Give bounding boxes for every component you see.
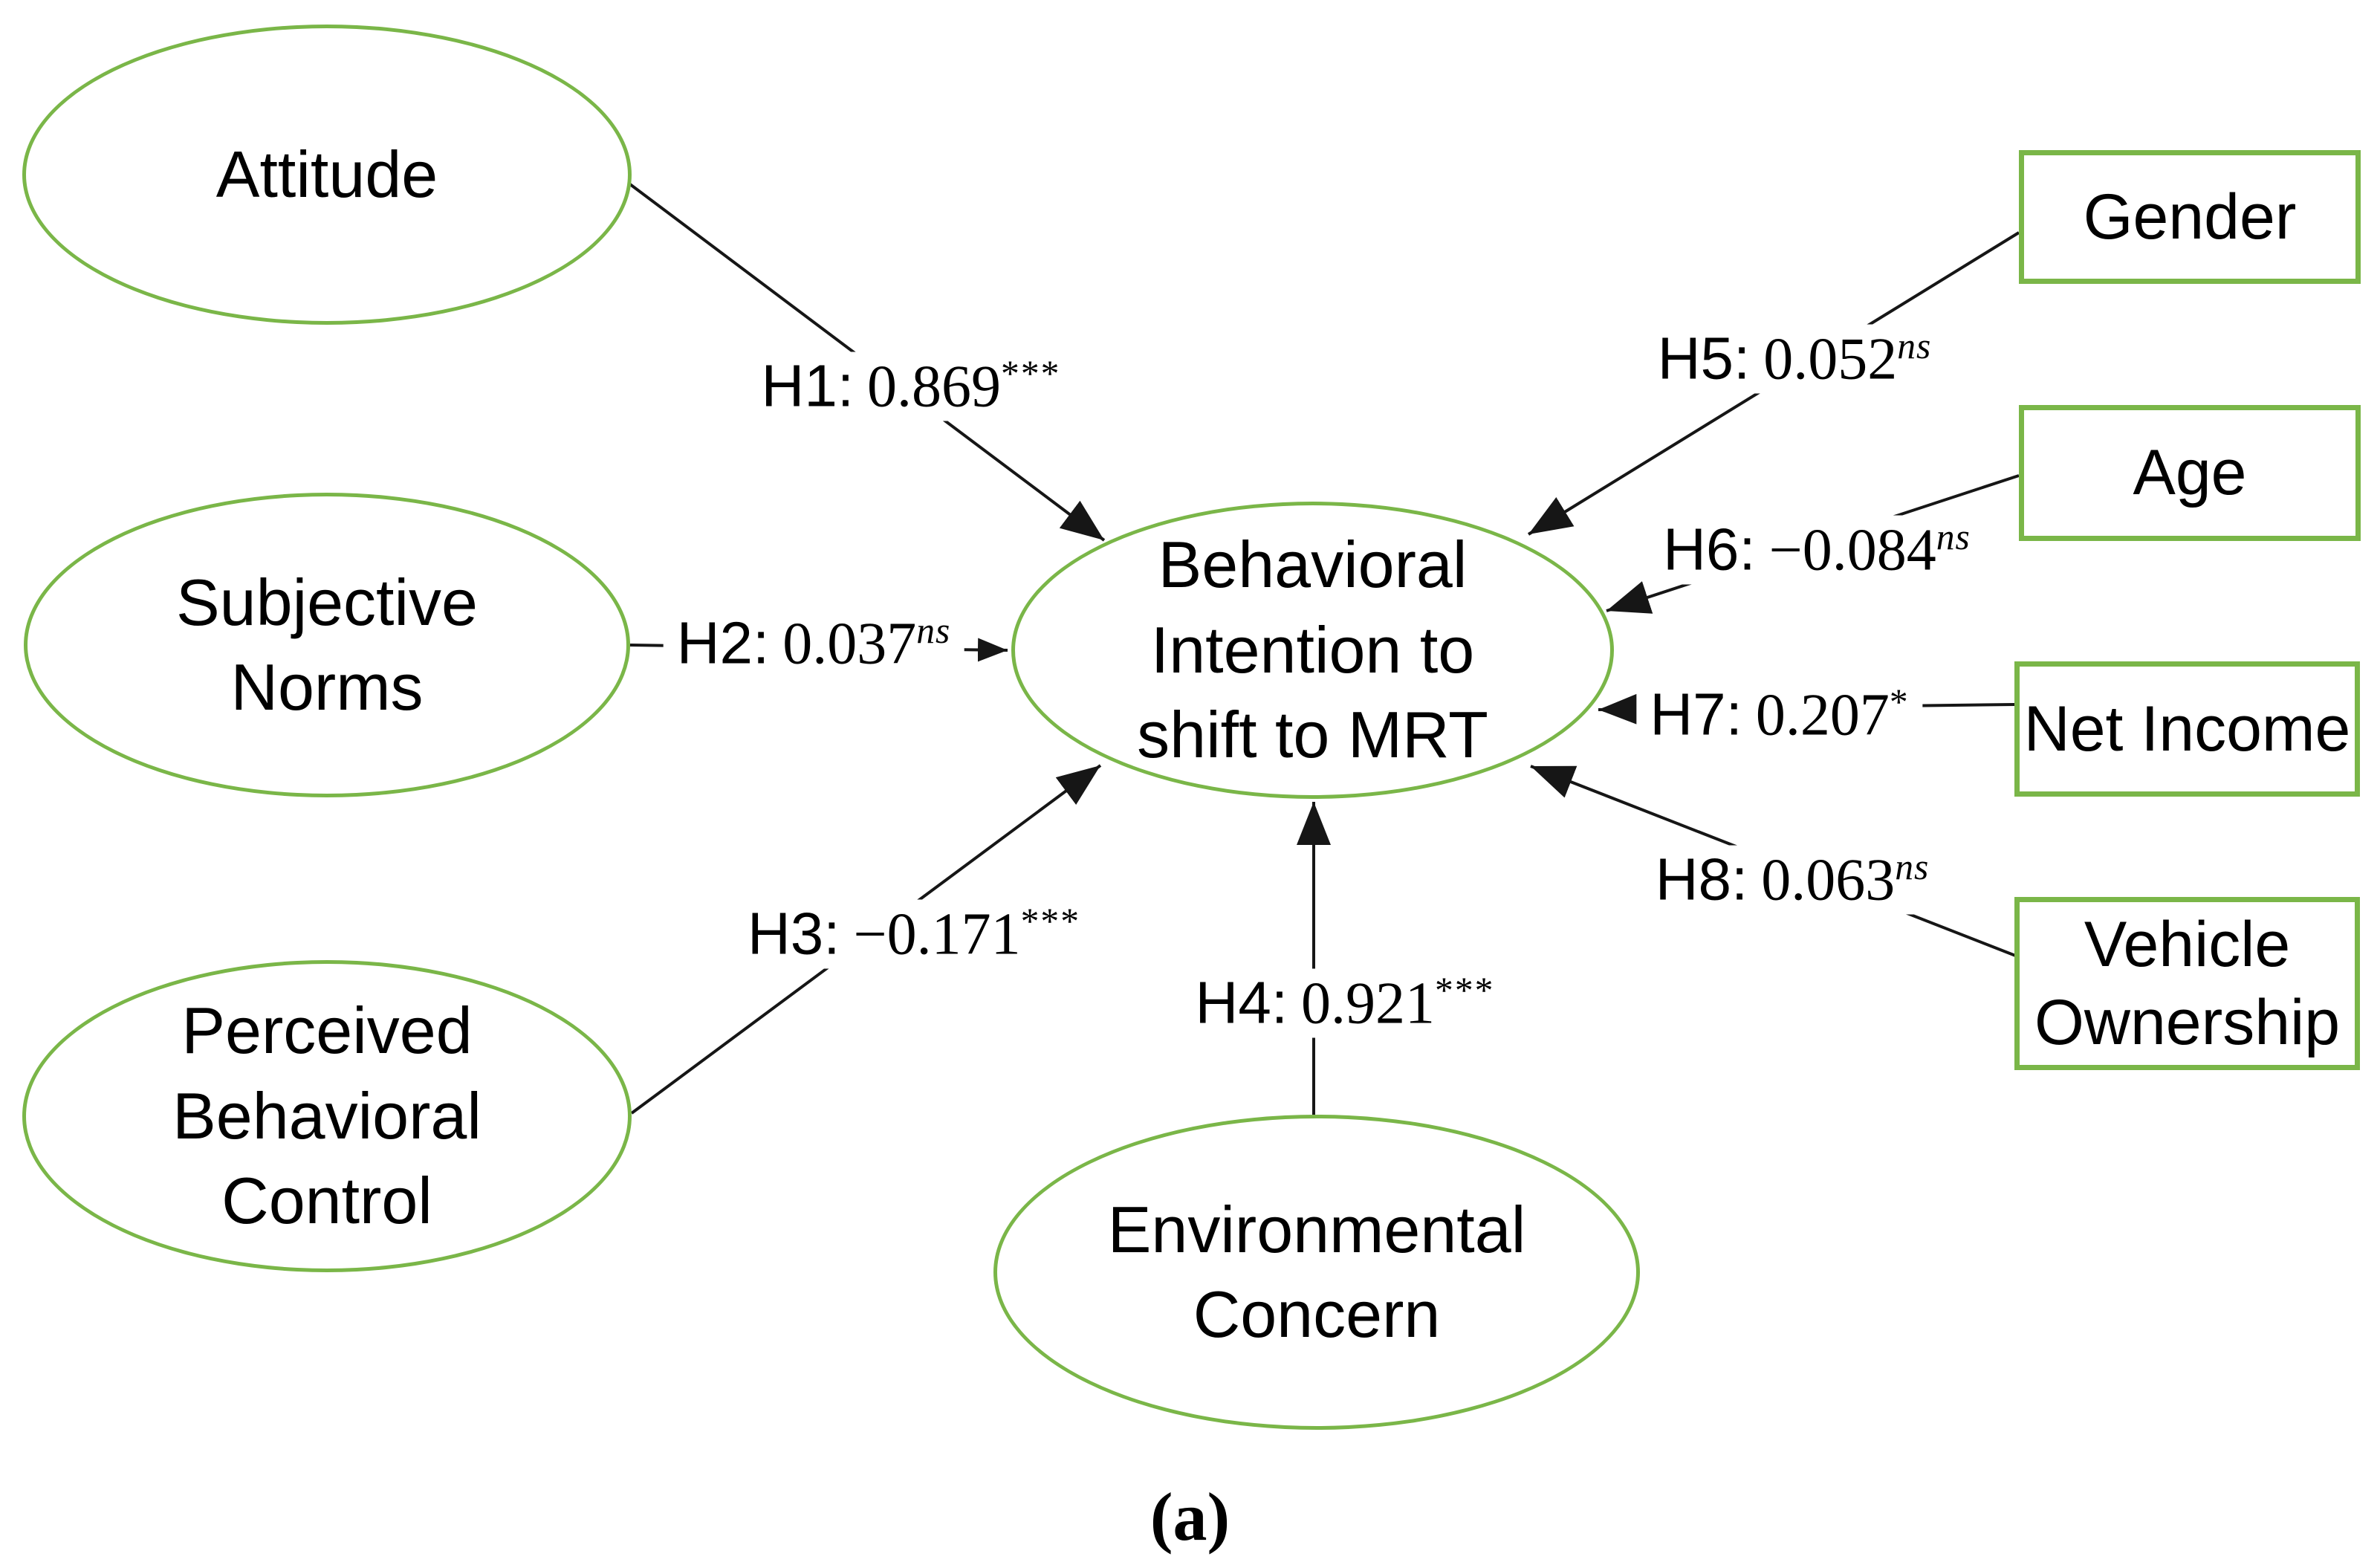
path-label-h1: H1:0.869*** — [748, 351, 1074, 421]
node-age: Age — [2019, 405, 2361, 541]
node-perceived-behavioral-control: Perceived Behavioral Control — [22, 960, 632, 1272]
significance-marker: *** — [1435, 969, 1495, 1011]
hypothesis-id: H3: — [747, 900, 840, 967]
path-label-h7: H7:0.207* — [1636, 680, 1923, 750]
significance-marker: *** — [1020, 900, 1081, 942]
significance-marker: ns — [916, 609, 951, 651]
path-coefficient: −0.171 — [853, 901, 1021, 968]
path-label-h3: H3:−0.171*** — [733, 899, 1095, 969]
node-label: Gender — [2083, 181, 2297, 253]
path-coefficient: 0.921 — [1301, 971, 1436, 1037]
path-label-h6: H6:−0.084ns — [1650, 515, 1984, 585]
path-coefficient: 0.869 — [867, 354, 1002, 420]
figure-caption: (a) — [1150, 1479, 1230, 1555]
significance-marker: ns — [1895, 846, 1930, 887]
node-label: Behavioral Intention to shift to MRT — [1137, 528, 1488, 772]
significance-marker: *** — [1001, 352, 1061, 394]
path-coefficient: 0.037 — [782, 611, 917, 677]
hypothesis-id: H8: — [1655, 846, 1748, 913]
node-subjective-norms: Subjective Norms — [24, 493, 630, 797]
hypothesis-id: H7: — [1650, 681, 1742, 748]
path-label-h8: H8:0.063ns — [1641, 845, 1943, 915]
path-label-h2: H2:0.037ns — [663, 609, 964, 678]
node-label: Attitude — [215, 137, 438, 211]
path-coefficient: 0.207 — [1755, 682, 1890, 748]
node-label: Environmental Concern — [1107, 1192, 1526, 1351]
node-vehicle-ownership: Vehicle Ownership — [2014, 897, 2360, 1070]
path-label-h5: H5:0.052ns — [1644, 324, 1945, 394]
significance-marker: ns — [1936, 516, 1971, 557]
hypothesis-id: H5: — [1657, 325, 1751, 392]
node-label: Age — [2133, 437, 2247, 509]
node-label: Net Income — [2023, 693, 2351, 765]
path-coefficient: 0.063 — [1761, 847, 1896, 913]
node-label: Vehicle Ownership — [2034, 908, 2341, 1058]
node-gender: Gender — [2019, 150, 2361, 284]
node-net-income: Net Income — [2014, 661, 2360, 797]
node-label: Subjective Norms — [175, 565, 478, 724]
node-label: Perceived Behavioral Control — [172, 994, 481, 1238]
node-environmental-concern: Environmental Concern — [993, 1115, 1640, 1430]
path-label-h4: H4:0.921*** — [1181, 968, 1508, 1038]
significance-marker: * — [1889, 681, 1910, 722]
path-coefficient: 0.052 — [1763, 326, 1898, 392]
hypothesis-id: H4: — [1195, 969, 1288, 1036]
significance-marker: ns — [1897, 325, 1932, 366]
path-coefficient: −0.084 — [1768, 517, 1936, 583]
node-behavioral-intention: Behavioral Intention to shift to MRT — [1011, 502, 1614, 799]
node-attitude: Attitude — [22, 25, 632, 325]
hypothesis-id: H2: — [676, 609, 770, 676]
hypothesis-id: H1: — [761, 352, 855, 419]
hypothesis-id: H6: — [1663, 516, 1756, 583]
